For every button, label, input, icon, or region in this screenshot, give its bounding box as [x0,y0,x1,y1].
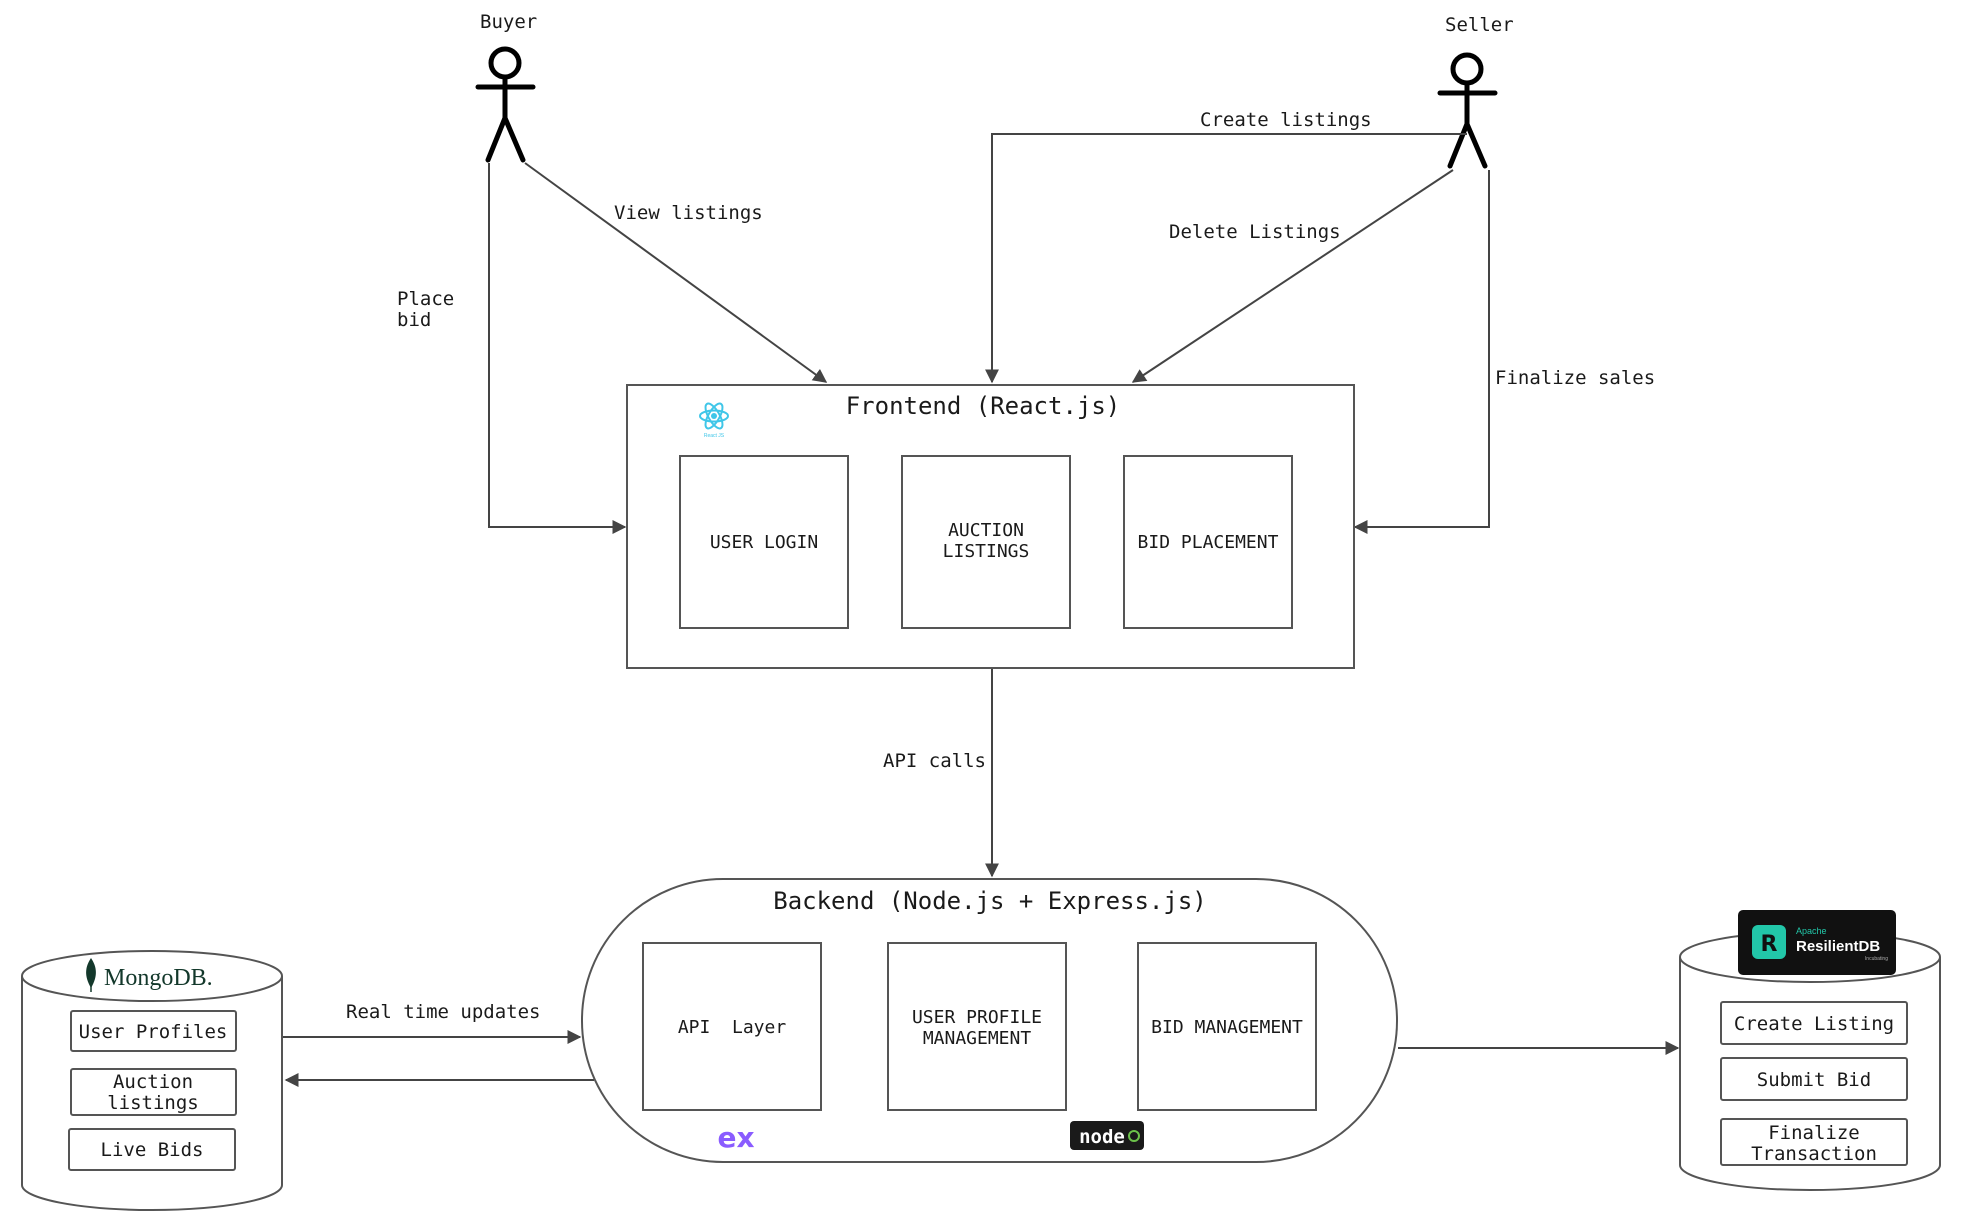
user-profiles-label: User Profiles [79,1021,228,1043]
resilientdb-apache-text: Apache [1796,926,1827,936]
seller-actor [1437,52,1498,169]
delete-listings-label: Delete Listings [1169,221,1341,243]
mongodb-logo-text: MongoDB. [104,965,213,991]
mongodb-auction-listings-box [70,1068,237,1116]
bid-placement-box [1123,455,1293,629]
buyer-actor [475,46,536,163]
svg-text:R: R [1761,932,1778,957]
mongodb-leaf-icon [86,958,96,992]
finalize-sales-label: Finalize sales [1495,367,1655,389]
create-listings-label: Create listings [1200,109,1372,131]
api-calls-label: API calls [883,750,986,772]
place-bid-edge [488,163,627,534]
submit-bid-label: Submit Bid [1757,1069,1871,1091]
view-listings-edge [524,162,828,383]
live-bids-label: Live Bids [101,1139,204,1161]
user-login-box [679,455,849,629]
view-listings-label: View listings [614,202,763,224]
node-logo-text: node [1079,1126,1125,1148]
backend-title: Backend (Node.js + Express.js) [773,887,1206,915]
user-login-label: USER LOGIN [710,532,818,553]
api-layer-label: API Layer [678,1017,787,1038]
finalize-transaction-line2: Transaction [1751,1143,1877,1165]
user-profile-label-line2: MANAGEMENT [923,1028,1032,1049]
auction-listings-box [901,455,1071,629]
react-icon: React JS [699,402,729,439]
frontend-title: Frontend (React.js) [846,392,1121,420]
place-bid-label-line1: Place [397,288,454,310]
react-logo-text: React JS [704,433,725,439]
user-profile-management-box [887,942,1067,1111]
express-logo-text: ex [717,1121,754,1154]
mongodb-auction-listings-line1: Auction [113,1071,193,1093]
user-profile-label-line1: USER PROFILE [912,1007,1042,1028]
bid-placement-label: BID PLACEMENT [1138,532,1279,553]
express-icon: ex [717,1121,754,1154]
resilientdb-incubating-text: Incubating [1865,956,1888,962]
finalize-transaction-line1: Finalize [1768,1122,1860,1144]
bid-management-box [1137,942,1317,1111]
create-listings-edge [985,133,1467,384]
live-bids-box [68,1128,236,1171]
finalize-sales-edge [1353,170,1490,534]
api-layer-box [642,942,822,1111]
resilientdb-name-text: ResilientDB [1796,938,1880,955]
seller-label: Seller [1445,14,1514,36]
place-bid-label-line2: bid [397,309,431,331]
delete-listings-edge [1131,169,1454,383]
submit-bid-box [1720,1057,1908,1101]
node-icon: node [1070,1121,1144,1150]
user-profiles-box [70,1010,237,1052]
auction-listings-label-line1: AUCTION [948,520,1024,541]
auction-listings-label-line2: LISTINGS [943,541,1030,562]
mongodb-auction-listings-line2: listings [107,1092,199,1114]
finalize-transaction-box [1720,1118,1908,1166]
real-time-updates-label: Real time updates [346,1001,540,1023]
create-listing-label: Create Listing [1734,1013,1894,1035]
bid-management-label: BID MANAGEMENT [1151,1017,1303,1038]
buyer-label: Buyer [480,11,537,33]
create-listing-box [1720,1001,1908,1045]
resilientdb-logo: R Apache ResilientDB Incubating [1738,910,1896,975]
